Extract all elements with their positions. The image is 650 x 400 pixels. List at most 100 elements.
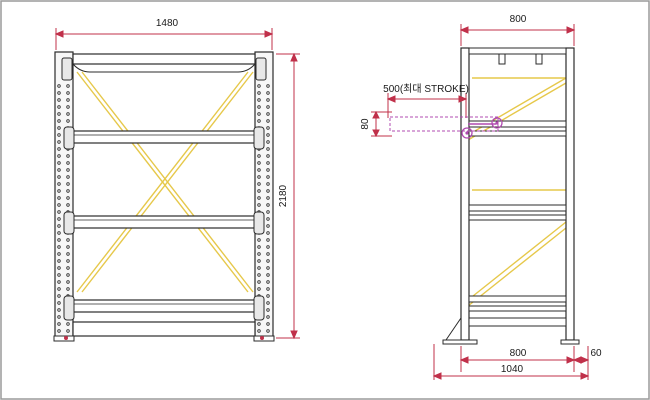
post-hole — [57, 154, 61, 158]
post-hole — [66, 252, 70, 256]
post-hole — [266, 196, 270, 200]
post-hole — [266, 329, 270, 333]
stroke-pivot-bottom — [461, 127, 473, 139]
base-depth-label: 800 — [510, 348, 527, 359]
base-offset-label: 60 — [590, 348, 602, 359]
post-hole — [57, 98, 61, 102]
post-hole — [57, 105, 61, 109]
post-hole — [257, 168, 261, 172]
front-top-right-bracket — [255, 57, 267, 81]
base-total-dimension — [432, 344, 590, 380]
post-hole — [57, 231, 61, 235]
front-view: 1480 2180 — [53, 18, 300, 342]
post-hole — [266, 203, 270, 207]
front-right-anchor — [260, 336, 264, 340]
post-hole — [66, 154, 70, 158]
stroke-indicator — [386, 93, 503, 139]
side-top-brackets — [498, 53, 543, 65]
post-hole — [257, 266, 261, 270]
front-width-label: 1480 — [156, 18, 179, 29]
post-hole — [257, 105, 261, 109]
post-hole — [257, 91, 261, 95]
base-total-label: 1040 — [501, 364, 524, 375]
post-hole — [257, 189, 261, 193]
front-bottom-beam — [72, 321, 256, 337]
post-hole — [266, 266, 270, 270]
post-hole — [257, 175, 261, 179]
side-top-rail — [468, 47, 567, 55]
post-hole — [57, 315, 61, 319]
post-hole — [257, 329, 261, 333]
post-hole — [266, 301, 270, 305]
post-hole — [257, 259, 261, 263]
post-hole — [57, 217, 61, 221]
post-hole — [266, 154, 270, 158]
post-hole — [257, 273, 261, 277]
post-hole — [266, 147, 270, 151]
post-hole — [57, 126, 61, 130]
post-hole — [57, 301, 61, 305]
post-hole — [66, 105, 70, 109]
side-view: 800 500(최대 STROKE) 80 — [360, 14, 602, 380]
post-hole — [257, 98, 261, 102]
post-hole — [57, 119, 61, 123]
post-hole — [66, 112, 70, 116]
post-hole — [266, 98, 270, 102]
side-depth-dimension — [459, 24, 576, 46]
post-hole — [257, 287, 261, 291]
post-hole — [57, 84, 61, 88]
post-hole — [266, 231, 270, 235]
post-hole — [266, 224, 270, 228]
post-hole — [57, 147, 61, 151]
side-left-base-plate — [442, 339, 478, 345]
post-hole — [266, 105, 270, 109]
post-hole — [66, 238, 70, 242]
post-hole — [66, 119, 70, 123]
post-hole — [66, 175, 70, 179]
post-hole — [266, 259, 270, 263]
post-hole — [266, 126, 270, 130]
front-top-left-bracket — [61, 57, 73, 81]
post-hole — [57, 266, 61, 270]
post-hole — [57, 238, 61, 242]
post-hole — [257, 238, 261, 242]
post-hole — [57, 203, 61, 207]
side-shelf-rails — [468, 120, 567, 327]
front-top-beam — [72, 53, 256, 65]
front-left-foot — [53, 335, 75, 342]
post-hole — [66, 196, 70, 200]
post-hole — [257, 119, 261, 123]
post-hole — [257, 196, 261, 200]
post-hole — [57, 329, 61, 333]
post-hole — [66, 182, 70, 186]
post-hole — [57, 245, 61, 249]
post-hole — [66, 322, 70, 326]
front-shelf-beam-3 — [63, 295, 265, 321]
post-hole — [266, 175, 270, 179]
post-hole — [66, 259, 70, 263]
post-hole — [66, 168, 70, 172]
post-hole — [266, 287, 270, 291]
post-hole — [266, 182, 270, 186]
post-hole — [257, 203, 261, 207]
side-diagonal-bracing — [467, 77, 567, 307]
post-hole — [257, 112, 261, 116]
post-hole — [266, 161, 270, 165]
post-hole — [266, 217, 270, 221]
post-hole — [57, 161, 61, 165]
post-hole — [57, 133, 61, 137]
front-shelf-beam-1 — [63, 126, 265, 150]
post-hole — [266, 168, 270, 172]
post-hole — [57, 168, 61, 172]
post-hole — [266, 140, 270, 144]
post-hole — [257, 322, 261, 326]
front-left-anchor — [64, 336, 68, 340]
post-hole — [257, 245, 261, 249]
front-right-foot — [253, 335, 275, 342]
post-hole — [266, 189, 270, 193]
post-hole — [66, 280, 70, 284]
post-hole — [57, 175, 61, 179]
post-hole — [266, 252, 270, 256]
